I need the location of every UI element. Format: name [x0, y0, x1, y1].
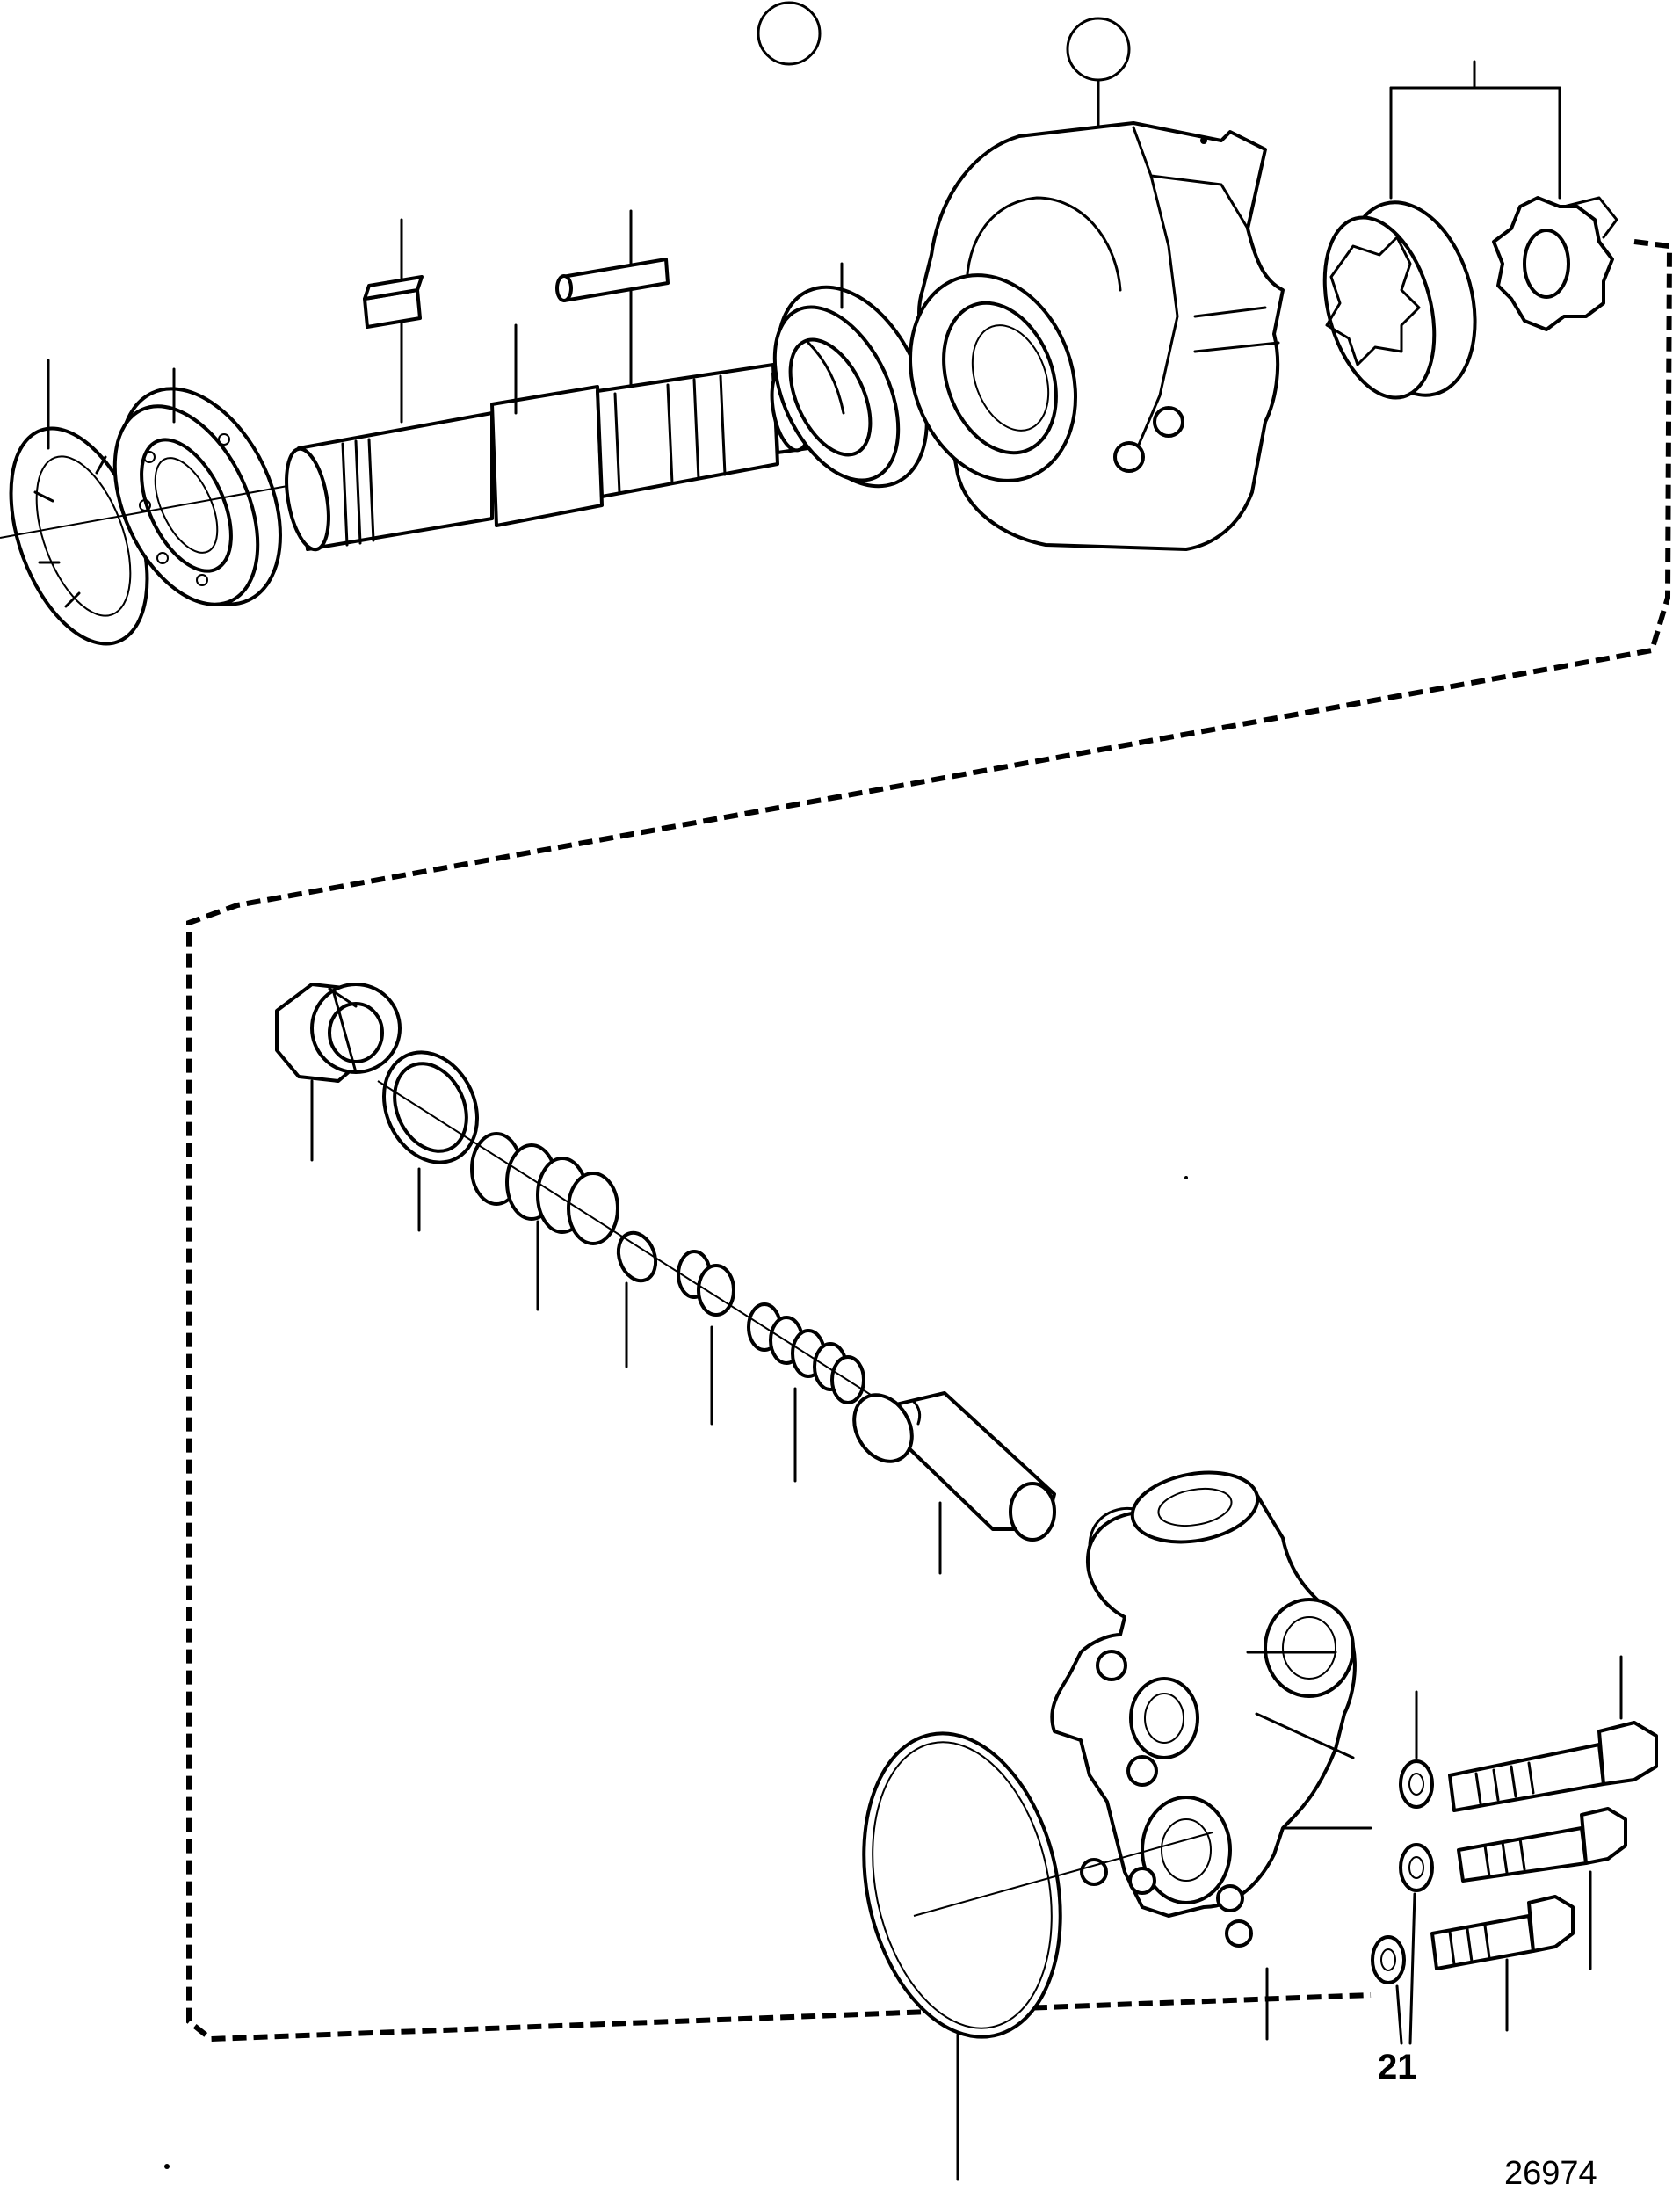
pump-cover	[1050, 1470, 1372, 2041]
large-o-ring	[862, 1731, 1213, 2181]
shaft-seal	[772, 262, 929, 489]
relief-piston	[852, 1391, 1056, 1575]
shaft-pin	[555, 258, 670, 302]
washer	[616, 1230, 658, 1368]
pump-housing	[908, 121, 1285, 551]
bolt-washers	[1371, 1690, 1434, 2045]
callout-label-21: 21	[1378, 2048, 1417, 2086]
figure-reference-number: 26974	[1504, 2155, 1597, 2191]
bolt-medium	[1457, 1807, 1627, 1970]
circlip	[9, 359, 149, 646]
bolt-short	[1430, 1895, 1575, 2032]
inner-spring	[747, 1302, 865, 1483]
dashed-connector	[186, 239, 1673, 2042]
shaft-key	[363, 275, 424, 329]
pump-shaft	[285, 209, 812, 552]
gear-set-bracket	[1389, 60, 1561, 200]
outer-rotor	[1322, 200, 1477, 400]
pressure-relief-valve-assembly: 21	[275, 983, 1658, 2181]
callout-circle-1	[757, 1, 822, 66]
callout-circle-2	[1066, 17, 1131, 82]
outer-spring	[470, 1132, 619, 1311]
o-ring	[382, 1050, 479, 1232]
upper-pump-assembly	[0, 1, 1673, 2042]
hex-plug	[275, 983, 402, 1162]
inner-rotor	[1492, 196, 1618, 331]
bolt-long	[1448, 1655, 1658, 1812]
ball-bearing	[112, 367, 282, 606]
